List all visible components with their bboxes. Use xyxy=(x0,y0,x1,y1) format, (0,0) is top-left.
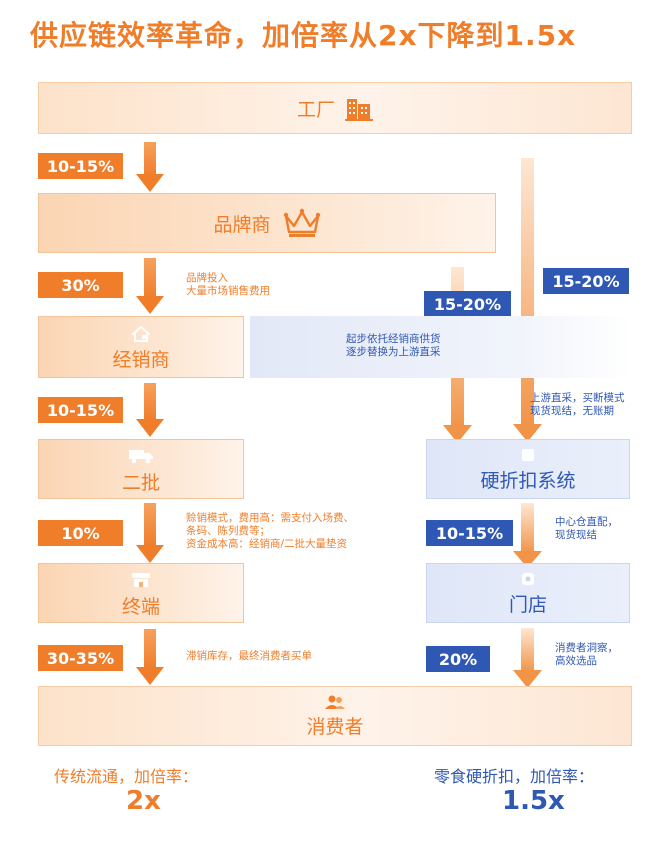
arrow-distributor-wholesale xyxy=(136,383,164,437)
arrow-terminal-consumer xyxy=(136,629,164,685)
terminal-node: 终端 xyxy=(38,563,244,623)
store-label: 门店 xyxy=(508,594,547,616)
arrow-discount-store xyxy=(513,503,542,568)
consumer-label: 消费者 xyxy=(306,715,364,738)
distributor-discount-note: 起步依托经销商供货 逐步替换为上游直采 xyxy=(346,333,441,358)
crown-icon xyxy=(283,208,321,238)
storefront-icon xyxy=(131,572,151,588)
traditional-multiplier: 2x xyxy=(126,786,161,816)
truck-icon xyxy=(128,448,154,464)
wholesale-node: 二批 xyxy=(38,439,244,499)
brand-label: 品牌商 xyxy=(213,213,271,236)
wholesale-label: 二批 xyxy=(121,472,160,494)
factory-node: 工厂 xyxy=(38,82,632,134)
markup-store: 10-15% xyxy=(426,520,513,546)
consumer-node: 消费者 xyxy=(38,686,632,746)
direct-sourcing-note: 上游直采，买断模式 现货现结，无账期 xyxy=(530,392,625,417)
discount-system-node: 硬折扣系统 xyxy=(426,439,630,499)
arrow-factory-brand xyxy=(136,142,164,192)
distributor-transition-band xyxy=(250,316,632,378)
distributor-label: 经销商 xyxy=(112,349,170,371)
markup-wholesale: 10-15% xyxy=(38,397,123,423)
arrow-wholesale-terminal xyxy=(136,503,164,563)
arrow-brand-distributor xyxy=(136,258,164,314)
markup-terminal: 10% xyxy=(38,520,123,546)
terminal-note: 赊销模式，费用高：需支付入场费、 条码、陈列费等； 资金成本高：经销商/二批大量… xyxy=(186,512,354,550)
discount-multiplier: 1.5x xyxy=(502,786,565,816)
brand-note: 品牌投入 大量市场销售费用 xyxy=(186,272,270,297)
consumer-discount-note: 消费者洞察， 高效选品 xyxy=(555,642,618,667)
house-icon xyxy=(131,325,151,343)
building-icon xyxy=(345,95,373,121)
markup-brand: 10-15% xyxy=(38,153,123,179)
markup-consumer-discount: 20% xyxy=(426,646,490,672)
tag-icon xyxy=(520,572,536,586)
consumer-note: 滞销库存，最终消费者买单 xyxy=(186,650,312,662)
markup-distributor: 30% xyxy=(38,272,123,298)
store-note: 中心仓直配， 现货现结 xyxy=(555,516,618,541)
brand-node: 品牌商 xyxy=(38,193,496,253)
traditional-footer-label: 传统流通，加倍率： xyxy=(54,767,199,786)
discount-system-label: 硬折扣系统 xyxy=(480,470,576,492)
page-title: 供应链效率革命，加倍率从2x下降到1.5x xyxy=(30,19,577,52)
markup-distributor-discount: 15-20% xyxy=(424,291,511,317)
terminal-label: 终端 xyxy=(121,596,160,618)
distributor-node: 经销商 xyxy=(38,316,244,378)
factory-label: 工厂 xyxy=(296,98,335,121)
store-node: 门店 xyxy=(426,563,630,623)
discount-footer-label: 零食硬折扣，加倍率： xyxy=(434,767,595,786)
markup-consumer: 30-35% xyxy=(38,645,123,671)
people-icon xyxy=(324,694,346,710)
arrow-store-consumer xyxy=(513,628,542,688)
document-icon xyxy=(520,448,536,462)
markup-direct-sourcing: 15-20% xyxy=(543,268,629,294)
